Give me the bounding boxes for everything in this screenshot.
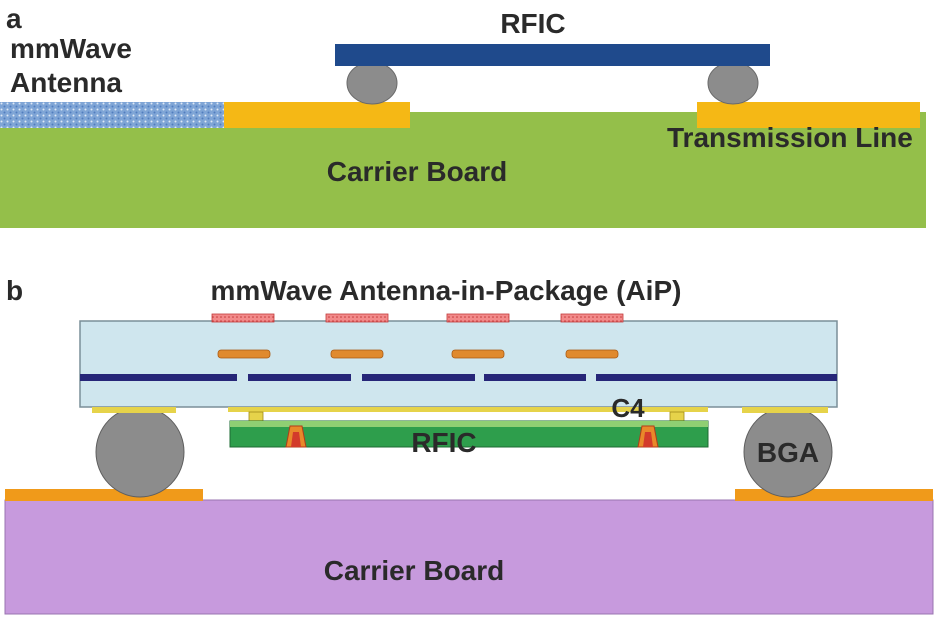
panel-b-carrier-board [4, 499, 934, 615]
panel-b-aip-package [79, 320, 838, 408]
panel-a-mmwave-antenna [0, 102, 226, 128]
panel-a-carrier-board [0, 112, 926, 228]
panel-b-antenna-patch-1 [211, 313, 275, 323]
panel-b-aip-label: mmWave Antenna-in-Package (AiP) [211, 275, 682, 306]
panel-b-package-pad-right [742, 407, 828, 413]
panel-b-rfic-via-right-core [643, 432, 653, 447]
panel-b-board-pad-left [5, 489, 203, 501]
panel-a-antenna-label-line2: Antenna [10, 67, 122, 98]
panel-a-transmission-line-label: Transmission Line [667, 122, 913, 153]
panel-b-rfic-label: RFIC [411, 427, 476, 458]
panel-a-transmission-line [697, 102, 920, 128]
panel-b-antenna-patch-2 [325, 313, 389, 323]
panel-b-c4-bump-right [669, 411, 685, 422]
panel-b-ground-plane-1 [80, 374, 237, 381]
panel-b-ground-plane-5 [596, 374, 837, 381]
panel-a-feed-line [224, 102, 410, 128]
panel-b-rfic-via-left-core [291, 432, 301, 447]
panel-b-package-pad-left [92, 407, 176, 413]
panel-a-rfic-label: RFIC [500, 8, 565, 39]
panel-b-ground-plane-2 [248, 374, 351, 381]
panel-b-c4-bump-left [248, 411, 264, 422]
panel-a-carrier-board-label: Carrier Board [327, 156, 508, 187]
panel-b-c4-label: C4 [611, 393, 645, 423]
panel-b-inner-patch-3 [451, 349, 505, 359]
panel-a-bump-left [346, 61, 398, 105]
panel-b: b mmWave Antenna-in-Package (AiP) [4, 275, 934, 615]
panel-b-letter: b [6, 275, 23, 306]
panel-b-ground-plane-3 [362, 374, 475, 381]
panel-b-antenna-patch-4 [560, 313, 624, 323]
panel-a-rfic-chip [335, 44, 770, 66]
panel-b-ground-plane-4 [484, 374, 586, 381]
panel-b-bga-label: BGA [757, 437, 819, 468]
panel-b-antenna-patch-3 [446, 313, 510, 323]
panel-a: a RFIC mmWave Antenna Transmission Line … [0, 3, 926, 228]
panel-b-rfic-top-metal [230, 421, 708, 427]
panel-a-letter: a [6, 3, 22, 34]
panel-b-redistribution-layer [228, 407, 708, 412]
panel-b-bga-ball-left [95, 406, 185, 498]
panel-b-carrier-board-label: Carrier Board [324, 555, 505, 586]
panel-a-antenna-label-line1: mmWave [10, 33, 132, 64]
panel-b-inner-patch-1 [217, 349, 271, 359]
panel-b-inner-patch-4 [565, 349, 619, 359]
panel-a-bump-right [707, 61, 759, 105]
panel-b-inner-patch-2 [330, 349, 384, 359]
